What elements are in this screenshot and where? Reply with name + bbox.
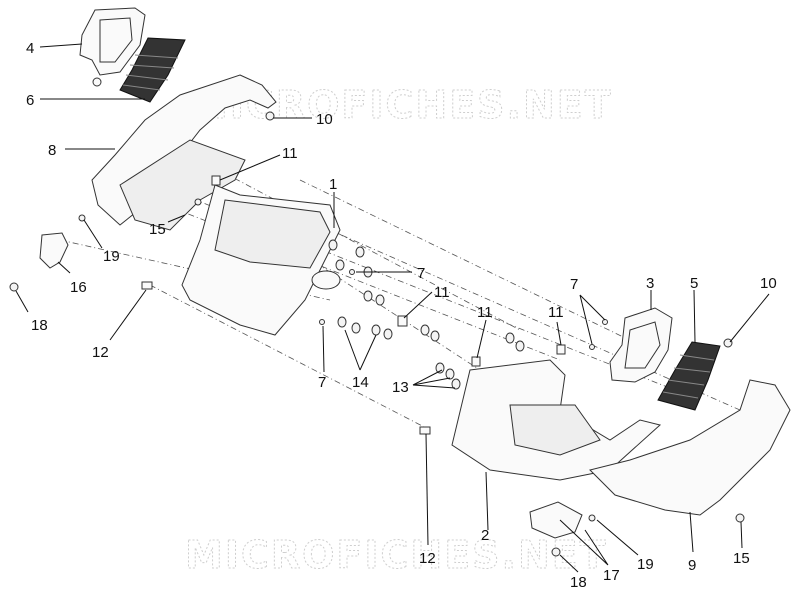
label-9: 9 (688, 557, 696, 574)
hardware (9, 111, 745, 557)
label-7-center: 7 (417, 265, 425, 282)
label-18-bottom: 18 (570, 574, 587, 591)
central-housing (181, 184, 341, 336)
bracket-frame-right (609, 307, 673, 383)
label-11-right-b: 11 (548, 304, 564, 321)
label-7-bottom: 7 (318, 374, 326, 391)
label-2: 2 (481, 527, 489, 544)
label-3: 3 (646, 275, 654, 292)
lower-fairing (451, 359, 662, 481)
label-18-left: 18 (31, 317, 48, 334)
washers (328, 239, 525, 390)
label-11-center: 11 (434, 284, 450, 301)
label-16: 16 (70, 279, 87, 296)
label-5: 5 (690, 275, 698, 292)
label-19-bottom: 19 (637, 556, 654, 573)
bracket-frame-left (79, 7, 146, 87)
label-12-bottom: 12 (419, 550, 436, 567)
label-15-bottom: 15 (733, 550, 750, 567)
label-6: 6 (26, 92, 34, 109)
light-unit-left (39, 232, 69, 269)
part-numbers: 4 6 8 10 11 1 15 19 16 18 12 7 11 7 14 1… (26, 40, 777, 591)
watermark-bottom: MICROFICHES.NET (185, 533, 608, 577)
label-15-left: 15 (149, 221, 166, 238)
label-10-top: 10 (316, 111, 333, 128)
label-13: 13 (392, 379, 409, 396)
label-19-left: 19 (103, 248, 120, 265)
label-17: 17 (603, 567, 620, 584)
label-14: 14 (352, 374, 369, 391)
label-11-top: 11 (282, 145, 298, 162)
side-fairing-right (589, 379, 791, 516)
label-12-left: 12 (92, 344, 109, 361)
grille-left (119, 37, 186, 103)
label-8: 8 (48, 142, 56, 159)
label-11-right-a: 11 (477, 304, 493, 321)
label-7-right: 7 (570, 276, 578, 293)
label-10-right: 10 (760, 275, 777, 292)
grille-right (657, 341, 721, 411)
label-4: 4 (26, 40, 34, 57)
label-1: 1 (329, 176, 337, 193)
leader-lines (15, 43, 770, 573)
